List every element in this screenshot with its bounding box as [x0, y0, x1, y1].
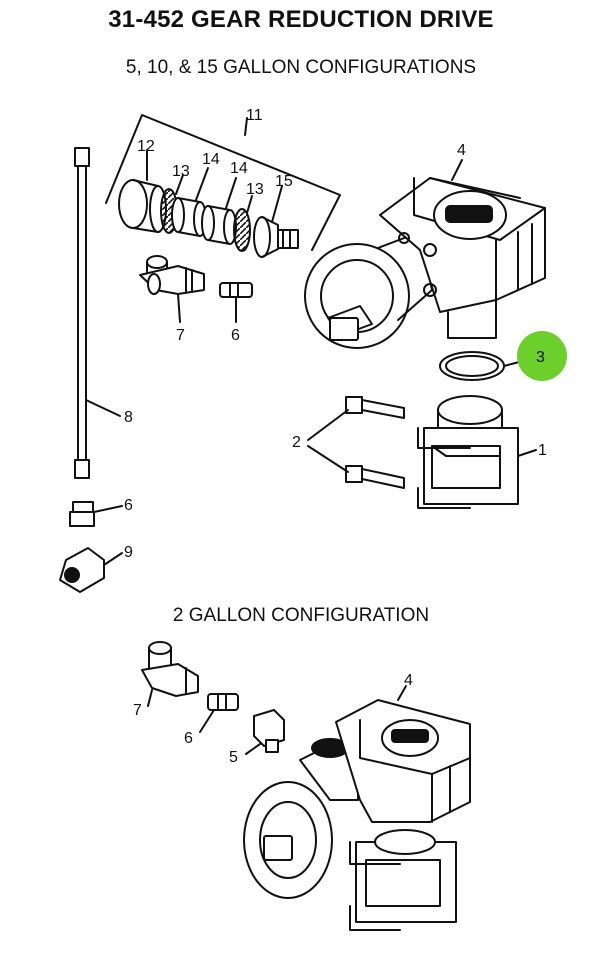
part-6-fitting	[219, 282, 253, 323]
bracket-11	[105, 114, 341, 251]
callout-6: 6	[184, 730, 193, 747]
part-6-fitting-lower	[199, 693, 239, 733]
part-3-oring	[439, 351, 535, 381]
callout-4: 4	[457, 142, 466, 159]
callout-12: 12	[137, 138, 155, 155]
part-1-housing-lower	[349, 829, 457, 931]
part-7-tee	[139, 255, 205, 323]
callout-2: 2	[292, 434, 301, 451]
callout-1: 1	[538, 442, 547, 459]
section-title-large-configs: 5, 10, & 15 GALLON CONFIGURATIONS	[125, 57, 477, 78]
highlight-marker	[517, 331, 567, 381]
part-9-elbow	[59, 547, 123, 593]
callout-7: 7	[176, 327, 185, 344]
callout-11: 11	[246, 107, 263, 124]
callout-8: 8	[124, 409, 133, 426]
page-title: 31-452 GEAR REDUCTION DRIVE	[108, 6, 494, 33]
callout-4: 4	[404, 672, 413, 689]
part-4-gearbox	[304, 159, 546, 349]
part-2-bolt-a	[345, 396, 405, 419]
part-2-bolt-b	[345, 465, 405, 489]
callout-5: 5	[229, 749, 238, 766]
callout-14: 14	[230, 160, 248, 177]
part-4-gearbox-lower	[243, 685, 471, 899]
part-5-plug	[245, 709, 285, 755]
callout-15: 15	[275, 173, 293, 190]
part-12-cup	[118, 149, 167, 233]
callout-13: 13	[246, 181, 264, 198]
callout-3: 3	[536, 349, 545, 366]
part-1-housing	[417, 395, 537, 509]
callout-9: 9	[124, 544, 133, 561]
part-8-rod	[74, 147, 121, 479]
part-15-nozzle	[253, 185, 299, 258]
part-14-cylinder-b	[201, 177, 237, 245]
part-7-tee-lower	[141, 641, 199, 707]
part-6-fitting-b	[69, 501, 123, 527]
section-title-2-gallon: 2 GALLON CONFIGURATION	[172, 605, 430, 626]
part-13-coil-b	[233, 195, 253, 252]
callout-13: 13	[172, 163, 190, 180]
callout-7: 7	[133, 702, 142, 719]
callout-14: 14	[202, 151, 220, 168]
callout-6: 6	[124, 497, 133, 514]
callout-6: 6	[231, 327, 240, 344]
